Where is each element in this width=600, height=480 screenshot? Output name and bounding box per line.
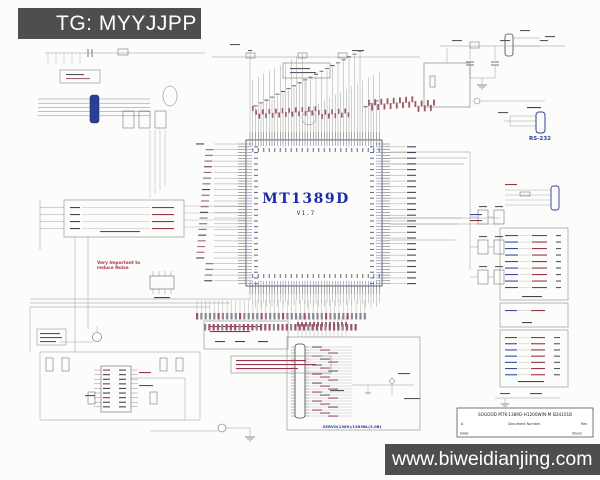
chip-label: MT1389D xyxy=(262,191,350,207)
noise-note-line2: reduce Noise xyxy=(97,265,129,271)
servo-board-label: SERVO(1389)/1389BL(3.0B) xyxy=(323,424,382,429)
titleblock-rev-label: Rev xyxy=(581,422,587,426)
titleblock-doc-label: Document Number xyxy=(508,422,541,426)
noise-note-line1: Very Important to xyxy=(97,260,140,266)
titleblock-date-label: Date: xyxy=(460,432,469,436)
rs232-label: RS-232 xyxy=(529,136,551,142)
titleblock-title: SOGOOD MTK-1389D-H1200W/N-M SD4101B xyxy=(478,412,572,417)
watermark-top-text: TG: MYYJJPP xyxy=(56,11,197,35)
titleblock-size: A xyxy=(461,422,464,426)
chip-version-label: V1.7 xyxy=(297,210,315,217)
watermark-bottom-text: www.biweidianjing.com xyxy=(392,448,593,470)
watermark-bottom-banner: www.biweidianjing.com xyxy=(385,444,600,475)
titleblock-sheet-label: Sheet xyxy=(572,432,582,436)
watermark-top-banner: TG: MYYJJPP xyxy=(18,8,201,39)
